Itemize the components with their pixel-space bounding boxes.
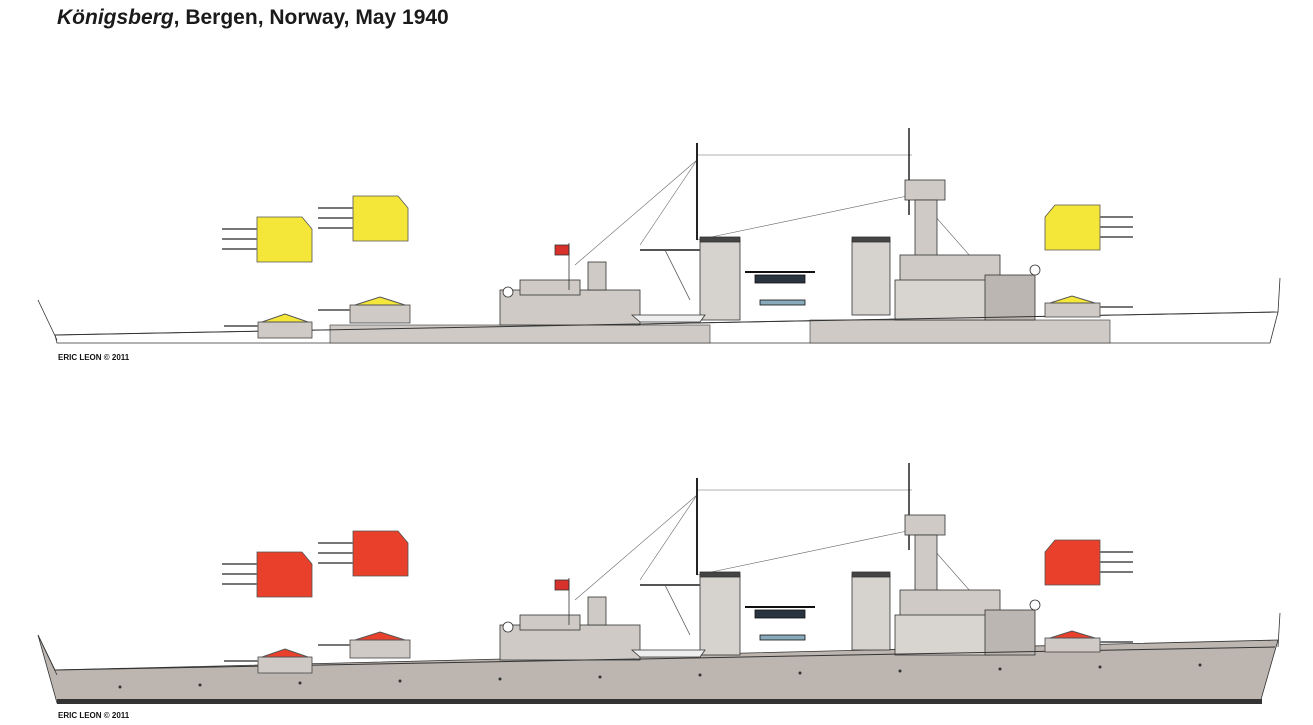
ship-name: Königsberg — [57, 6, 174, 29]
page-title: Königsberg, Bergen, Norway, May 1940 — [57, 6, 449, 30]
ship-profile-lower — [37, 462, 1281, 704]
title-rest: , Bergen, Norway, May 1940 — [173, 6, 449, 29]
deck-turret-roofs-lower — [261, 630, 1096, 658]
turret-detail-upper — [221, 195, 1134, 263]
artist-credit-lower: ERIC LEON © 2011 — [58, 711, 130, 720]
ship-profile-upper — [37, 127, 1281, 344]
artist-credit-upper: ERIC LEON © 2011 — [58, 353, 130, 362]
turret-detail-lower — [221, 530, 1134, 598]
deck-turret-roofs-upper — [261, 295, 1096, 323]
